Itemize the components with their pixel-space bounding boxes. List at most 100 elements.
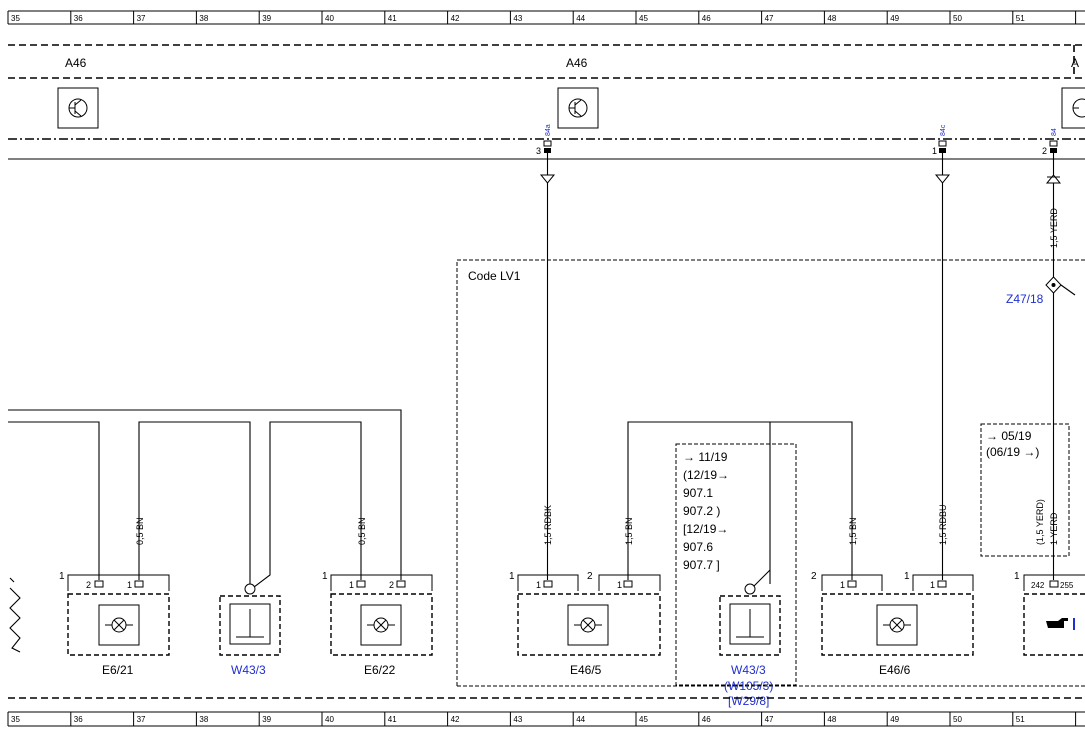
connector-pin-84c: 1: [932, 146, 937, 156]
ruler-label: 48: [827, 715, 836, 724]
ruler-label: 44: [576, 14, 585, 23]
splice-label: Z47/18: [1006, 292, 1044, 306]
ruler-label: 40: [325, 715, 334, 724]
ruler-label: 38: [199, 715, 208, 724]
component-label-alt: [W29/8]: [728, 694, 769, 708]
note-right-line: → 05/19: [986, 429, 1032, 443]
ruler-label: 37: [137, 715, 146, 724]
pin-label: 1: [840, 580, 845, 590]
pin-label: 2: [389, 580, 394, 590]
lamp-icon: [567, 604, 609, 646]
ruler-label: 47: [765, 14, 774, 23]
ruler-label: 42: [451, 715, 460, 724]
note-middle-line: 907.7 ]: [683, 558, 720, 572]
connector-id-84c: 84c: [940, 124, 947, 136]
code-area: Code LV1: [456, 259, 1085, 687]
pin-group-label: 1: [322, 571, 328, 582]
connector-84a[interactable]: 84a 3: [536, 124, 556, 580]
wire-label-84-vertical: 1,5 YERD: [1049, 208, 1059, 248]
transistor-icon: [57, 87, 99, 129]
ruler-label: 39: [262, 715, 271, 724]
ruler-label: 43: [513, 14, 522, 23]
ruler-label: 41: [388, 715, 397, 724]
splice-z47-18[interactable]: Z47/18: [1006, 276, 1076, 306]
ruler-label: 39: [262, 14, 271, 23]
ruler-label: 41: [388, 14, 397, 23]
pin-group-label: 2: [587, 571, 593, 582]
transistor-icon: [557, 87, 599, 129]
component-e46-5[interactable]: 1 1 2 1 E46/5: [509, 571, 661, 677]
ruler-label: 45: [639, 715, 648, 724]
note-right: → 05/19 (06/19 →): [980, 423, 1070, 557]
ruler-label: 49: [890, 715, 899, 724]
harness-middle: 1,5 RDBK 1,5 BN 1,5 BN 1,5 RDBU (1,5 YER…: [543, 421, 1059, 591]
transistor-icon: [1061, 87, 1085, 129]
note-middle-line: 907.1: [683, 486, 713, 500]
wire-label-e622: 0,5 BN: [357, 517, 367, 545]
ground-icon: [229, 603, 271, 645]
pin-label: 242: [1031, 581, 1045, 590]
component-e46-6[interactable]: 2 1 1 1 E46/6: [811, 571, 974, 677]
ruler-label: 51: [1016, 14, 1025, 23]
ruler-label: 50: [953, 14, 962, 23]
harness-left: 0,5 BN 0,5 BN: [8, 409, 402, 653]
component-e6-22[interactable]: 1 1 2 E6/22: [322, 571, 433, 677]
module-label-a46-right: A: [1071, 56, 1079, 70]
component-label: W43/3: [231, 663, 266, 677]
ruler-label: 49: [890, 14, 899, 23]
ruler-label: 51: [1016, 715, 1025, 724]
pin-group-label: 1: [904, 571, 910, 582]
wire-label-right-paren: (1,5 YERD): [1035, 499, 1045, 545]
ruler-label: 45: [639, 14, 648, 23]
ruler-label: 36: [74, 14, 83, 23]
ruler-label: 47: [765, 715, 774, 724]
note-middle-line: 907.2 ): [683, 504, 720, 518]
connector-id-84: 84: [1051, 128, 1058, 136]
ground-icon: [729, 603, 771, 645]
wire-label-e465-bn: 1,5 BN: [624, 517, 634, 545]
pin-group-label: 1: [509, 571, 515, 582]
ruler-label: 40: [325, 14, 334, 23]
component-right-partial[interactable]: 1 242 255: [1014, 571, 1085, 656]
pin-label: 1: [127, 580, 132, 590]
a46-module-band: A46 A46 A: [8, 44, 1085, 160]
component-w43-3-left[interactable]: W43/3: [219, 583, 281, 677]
note-right-line: (06/19 →): [986, 445, 1039, 459]
ruler-label: 44: [576, 715, 585, 724]
ruler-label: 38: [199, 14, 208, 23]
pin-label: 2: [86, 580, 91, 590]
ruler-label: 46: [702, 715, 711, 724]
connector-84c[interactable]: 84c 1: [932, 124, 951, 580]
wire-label-e465-rdbk: 1,5 RDBK: [543, 505, 553, 545]
pin-label: 1: [930, 580, 935, 590]
component-e6-21[interactable]: 1 2 1 E6/21: [59, 571, 170, 677]
wire-label-e621: 0,5 BN: [135, 517, 145, 545]
note-middle-line: 907.6: [683, 540, 713, 554]
wire-label-right-main: 1 YERD: [1049, 512, 1059, 545]
connector-id-84a: 84a: [545, 124, 552, 136]
note-middle-line: [12/19→: [683, 522, 728, 536]
pin-label: 255: [1060, 581, 1074, 590]
ruler-label: 36: [74, 715, 83, 724]
component-label-alt: (W105/3): [724, 679, 773, 693]
lamp-icon: [876, 604, 918, 646]
note-middle-line: → 11/19: [683, 450, 728, 464]
pin-label: 1: [617, 580, 622, 590]
component-label: E46/5: [570, 663, 602, 677]
ruler-label: 48: [827, 14, 836, 23]
component-label: W43/3: [731, 663, 766, 677]
ruler-label: 46: [702, 14, 711, 23]
module-label-a46-left: A46: [65, 56, 87, 70]
hand-pointer-icon[interactable]: [1046, 618, 1075, 630]
pin-group-label: 1: [1014, 571, 1020, 582]
component-w43-3-mid[interactable]: W43/3 (W105/3) [W29/8]: [719, 583, 781, 708]
ruler-label: 35: [11, 14, 20, 23]
pin-label: 1: [536, 580, 541, 590]
connector-84[interactable]: 84 2 1,5 YERD: [1042, 128, 1062, 580]
pin-group-label: 2: [811, 571, 817, 582]
ruler-label: 35: [11, 715, 20, 724]
ruler-label: 37: [137, 14, 146, 23]
